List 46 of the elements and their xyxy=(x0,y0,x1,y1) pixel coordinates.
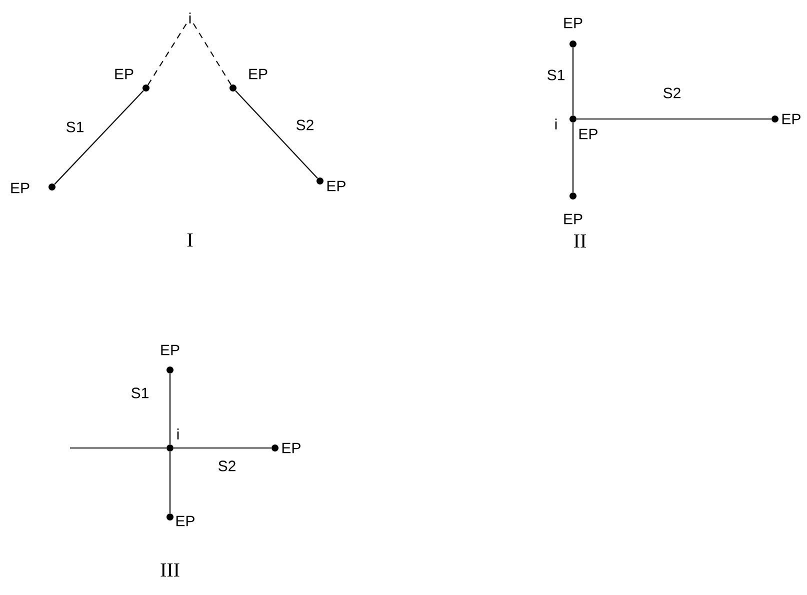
line-segment xyxy=(148,22,188,86)
endpoint-label: EP xyxy=(782,114,800,124)
line-segment xyxy=(235,90,318,179)
endpoint-dot xyxy=(166,444,174,452)
endpoint-label: EP xyxy=(579,128,598,140)
figure-numeral: I xyxy=(187,233,193,247)
endpoint-label: EP xyxy=(11,182,30,194)
endpoint-label: EP xyxy=(161,344,180,356)
intersection-label: i xyxy=(189,12,191,24)
endpoint-dot xyxy=(48,184,56,190)
endpoint-dot xyxy=(230,84,236,92)
endpoint-label: i xyxy=(177,428,179,440)
endpoint-dot xyxy=(772,116,778,122)
endpoint-label: EP xyxy=(327,180,346,192)
figure-numeral: II xyxy=(574,234,586,248)
line-segment xyxy=(572,122,574,192)
line-segment xyxy=(169,452,171,514)
endpoint-dot xyxy=(570,116,576,122)
endpoint-label: EP xyxy=(282,442,300,454)
figure-numeral: III xyxy=(160,563,180,577)
segment-label: S1 xyxy=(66,122,84,132)
line-segment xyxy=(576,118,772,120)
endpoint-dot xyxy=(142,84,150,92)
line-segment xyxy=(192,22,232,86)
endpoint-dot xyxy=(316,178,324,184)
endpoint-label: EP xyxy=(249,68,268,80)
segment-label: S2 xyxy=(664,88,680,98)
endpoint-dot xyxy=(166,366,174,374)
endpoint-dot xyxy=(570,192,576,200)
segment-label: S1 xyxy=(548,70,564,80)
endpoint-label: EP xyxy=(115,68,134,80)
line-segment xyxy=(70,447,166,449)
endpoint-dot xyxy=(570,40,576,48)
endpoint-dot xyxy=(166,514,174,520)
endpoint-label: EP xyxy=(564,214,582,224)
endpoint-dot xyxy=(272,444,278,452)
line-segment xyxy=(174,447,272,449)
endpoint-label: EP xyxy=(564,18,582,28)
segment-label: S2 xyxy=(296,120,314,130)
line-segment xyxy=(54,90,144,185)
segment-label: S1 xyxy=(132,388,148,398)
endpoint-label: EP xyxy=(176,516,194,526)
endpoint-label: i xyxy=(555,118,557,130)
line-segment xyxy=(572,48,574,116)
segment-label: S2 xyxy=(218,460,236,472)
line-segment xyxy=(169,374,171,444)
